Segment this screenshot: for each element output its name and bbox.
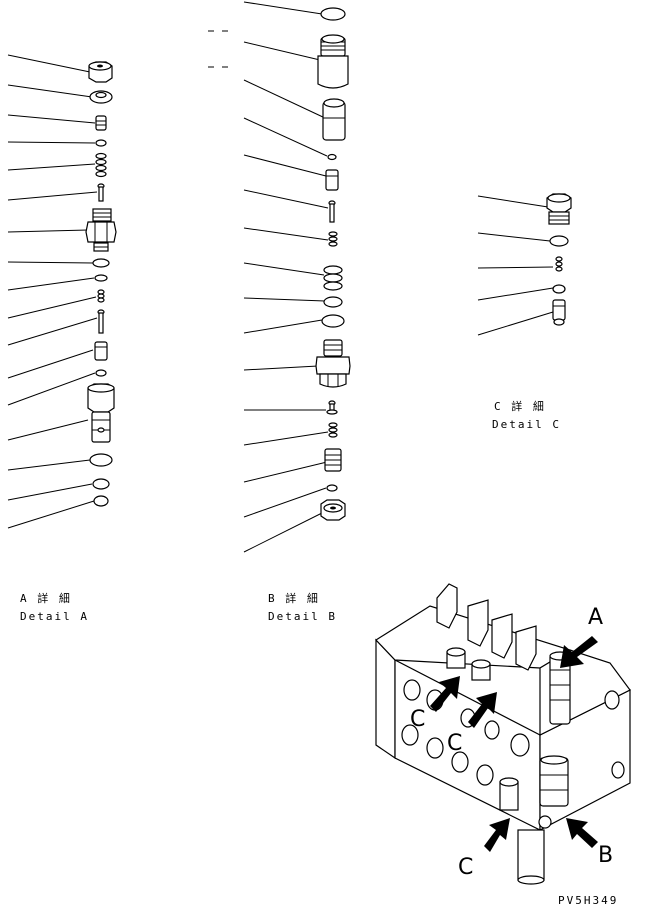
detail-c-group bbox=[477, 193, 572, 336]
spring-b-2 bbox=[323, 265, 343, 291]
detail-b-subtitle: Detail B bbox=[268, 610, 337, 623]
pin-b-1 bbox=[328, 200, 336, 223]
callout-a: A bbox=[588, 605, 603, 630]
o-ring-a-7 bbox=[93, 495, 109, 507]
plug-c-location-3 bbox=[499, 777, 519, 811]
detail-b-group bbox=[208, 1, 351, 553]
detail-c-subtitle: Detail C bbox=[492, 418, 561, 431]
hex-nut-a bbox=[88, 61, 113, 83]
o-ring-a-5 bbox=[89, 453, 113, 467]
washer-a bbox=[89, 90, 113, 104]
sleeve-b bbox=[325, 169, 339, 191]
valve-body-b bbox=[317, 34, 349, 89]
o-ring-b-2 bbox=[327, 153, 337, 161]
arrow-c1-icon bbox=[430, 676, 460, 712]
detail-a-leader-lines bbox=[7, 54, 98, 529]
plug-b bbox=[324, 448, 342, 472]
spring-b-3 bbox=[328, 422, 338, 438]
spring-a-2 bbox=[97, 289, 105, 303]
piston-b bbox=[322, 98, 346, 141]
o-ring-c-2 bbox=[552, 284, 566, 294]
o-ring-a-4 bbox=[95, 369, 107, 377]
o-ring-b-3 bbox=[323, 296, 343, 308]
plug-c-location-1 bbox=[446, 647, 466, 669]
detail-b-title: B 詳 細 bbox=[268, 591, 320, 605]
detail-c-title: C 詳 細 bbox=[494, 399, 546, 413]
valve-ports bbox=[401, 679, 625, 786]
valve-body-a bbox=[85, 208, 117, 252]
sleeve-a bbox=[94, 341, 108, 361]
cartridge-b bbox=[315, 339, 351, 388]
o-ring-a-3 bbox=[94, 274, 108, 282]
control-valve-assembly bbox=[375, 583, 631, 885]
detail-a-title: A 詳 細 bbox=[20, 591, 72, 605]
o-ring-b-1 bbox=[320, 7, 346, 21]
detail-b-leader-lines bbox=[243, 1, 329, 553]
arrow-c3-icon bbox=[484, 818, 510, 852]
cartridge-a bbox=[87, 383, 115, 443]
poppet-c bbox=[552, 299, 566, 326]
hex-nut-b bbox=[320, 499, 346, 521]
small-marks-b bbox=[208, 30, 228, 68]
callout-arrows bbox=[430, 636, 598, 852]
o-ring-b-4 bbox=[321, 314, 345, 328]
o-ring-a-2 bbox=[92, 258, 110, 268]
pin-b-2 bbox=[326, 400, 338, 415]
callout-b: B bbox=[598, 843, 613, 868]
spring-a-1 bbox=[95, 152, 107, 178]
plug-c bbox=[546, 193, 572, 225]
plug-c-location-2 bbox=[471, 659, 491, 681]
arrow-c2-icon bbox=[468, 692, 497, 728]
callout-c-3: C bbox=[458, 855, 473, 880]
spool-ends bbox=[436, 583, 537, 671]
drawing-code: PV5H349 bbox=[558, 894, 618, 907]
o-ring-c-1 bbox=[549, 235, 569, 247]
pin-a-2 bbox=[97, 309, 105, 334]
o-ring-a-6 bbox=[92, 478, 110, 490]
pipe-fitting bbox=[517, 815, 552, 885]
callout-c-2: C bbox=[447, 731, 462, 756]
detail-a-subtitle: Detail A bbox=[20, 610, 89, 623]
spring-b-1 bbox=[328, 231, 338, 247]
plug-a bbox=[95, 115, 107, 131]
valve-b-location bbox=[539, 755, 569, 807]
o-ring-b-5 bbox=[326, 484, 338, 492]
pin-a-1 bbox=[97, 183, 105, 202]
callout-c-1: C bbox=[410, 707, 425, 732]
o-ring-a-1 bbox=[95, 139, 107, 147]
arrow-b-icon bbox=[566, 818, 598, 848]
detail-c-leader-lines bbox=[477, 195, 554, 336]
detail-a-group bbox=[7, 54, 117, 529]
spring-c bbox=[555, 256, 563, 272]
arrow-a-icon bbox=[560, 636, 598, 668]
